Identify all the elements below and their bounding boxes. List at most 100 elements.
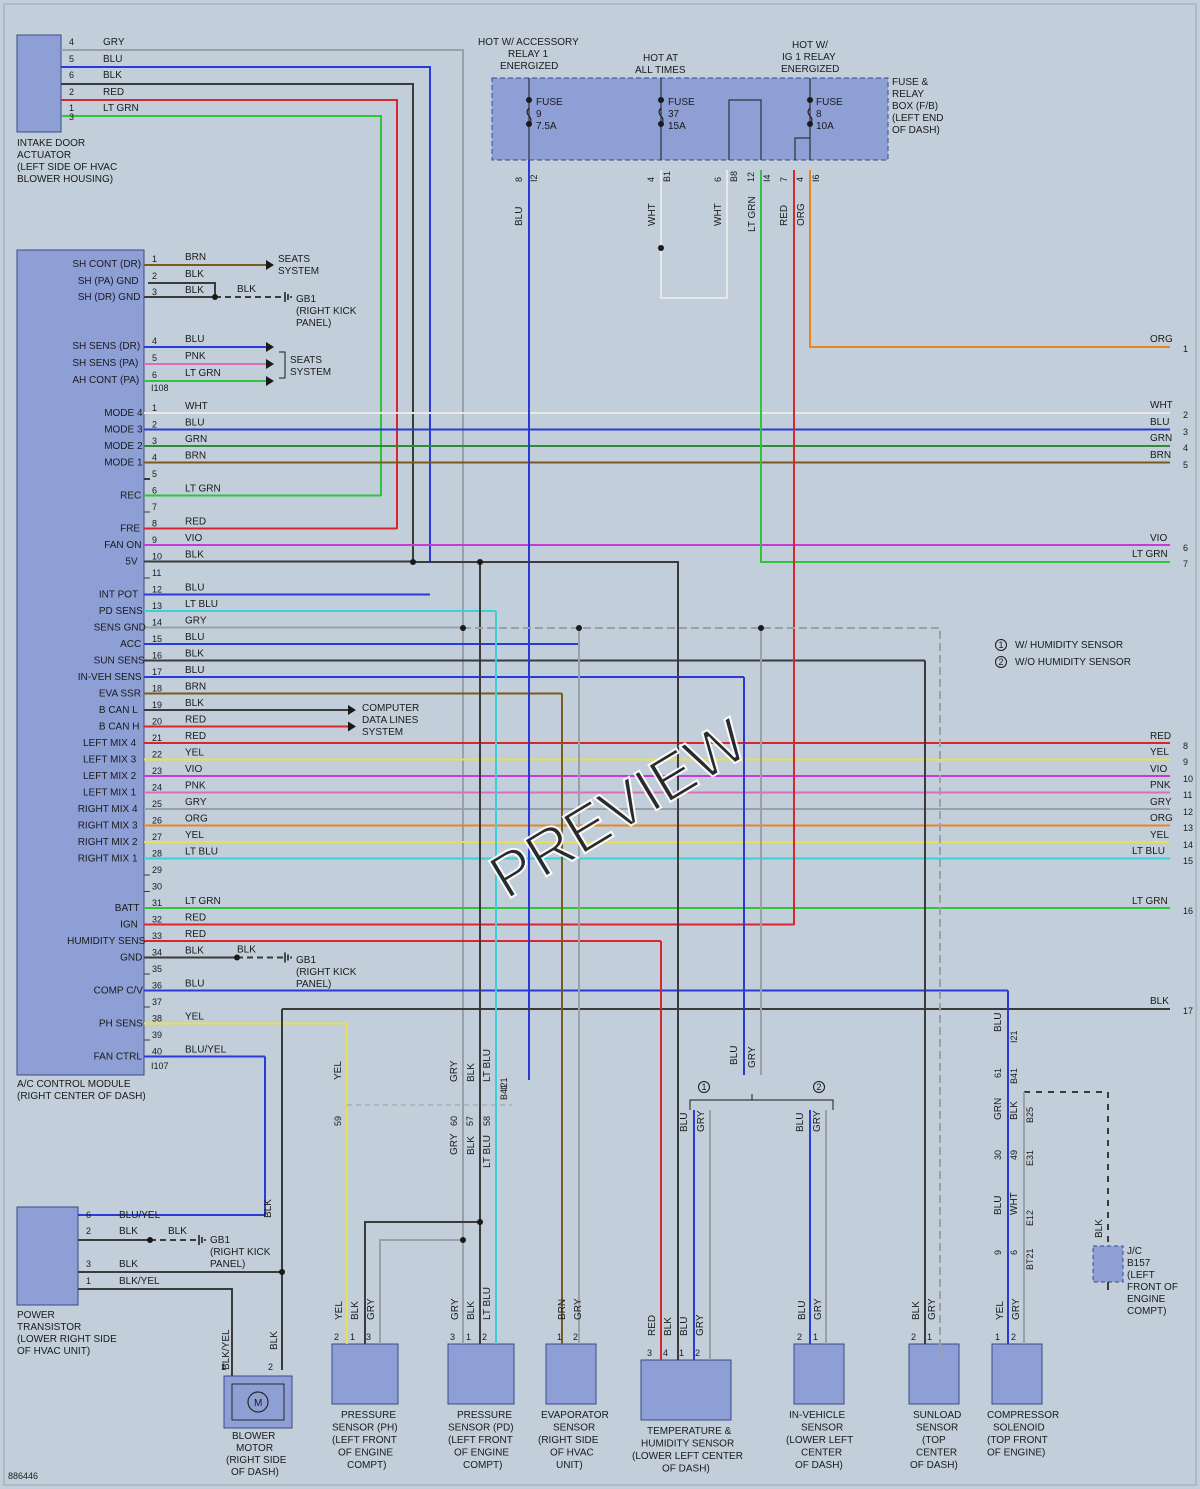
module-pin-num-g2-17: 17: [152, 667, 162, 677]
blower-wire-label-1: BLK/YEL: [221, 1329, 232, 1370]
blower-motor: [223, 1375, 293, 1429]
sensor-5-pin-1: 1: [927, 1332, 932, 1342]
module-pin-name-g2-38: PH SENS: [99, 1019, 143, 1030]
fb-lbl-lt-grn: LT GRN: [747, 196, 758, 232]
sensor-1-wire-0: GRY: [450, 1298, 461, 1320]
vertical-wire-label-1: GRY: [449, 1060, 460, 1082]
blower-pin-2: 2: [268, 1362, 273, 1372]
option-marker-2: [813, 1081, 825, 1093]
sensor-5-wire-0: BLK: [911, 1301, 922, 1320]
sensor-0-caption-0: PRESSURE: [341, 1410, 396, 1421]
ground-icon: [198, 1235, 206, 1245]
module-pin-name-g2-10: 5V: [125, 557, 138, 568]
actuator-pin-4: 4: [69, 37, 74, 47]
actuator-wire-label-2: RED: [103, 87, 124, 98]
sensor-3-caption-1: HUMIDITY SENSOR: [641, 1439, 734, 1450]
actuator-pin-6: 6: [69, 70, 74, 80]
sensor-2-wire-1: GRY: [573, 1298, 584, 1320]
pressure-sensor-ph: [331, 1343, 399, 1405]
vertical-wire-label-3: LT BLU: [482, 1049, 493, 1082]
sensor-1-wire-2: LT BLU: [482, 1287, 493, 1320]
temperature-humidity-sensor: [640, 1359, 732, 1421]
module-pin-num-g2-29: 29: [152, 865, 162, 875]
module-pin-num-g2-36: 36: [152, 981, 162, 991]
offpage-color-7: LT GRN: [1132, 549, 1168, 560]
sensor-5-caption-3: CENTER: [916, 1448, 957, 1459]
splice-dot: [410, 559, 416, 565]
actuator-wire-label-4: GRY: [103, 37, 125, 48]
in-vehicle-sensor: [793, 1343, 845, 1405]
actuator-wire-5: [61, 66, 431, 562]
module-pin-name-g2-3: MODE 2: [104, 441, 143, 452]
splice-dot: [460, 625, 466, 631]
legend-num-2: 2: [999, 657, 1004, 667]
inline-b41-a: B41: [499, 1084, 509, 1100]
module-pin-num-g2-18: 18: [152, 684, 162, 694]
fuse-box-link-2: [794, 137, 810, 160]
module-wire-label-g2-24: PNK: [185, 781, 206, 792]
actuator-wire-label-5: BLU: [103, 54, 122, 65]
sensor-3-pin-1: 1: [679, 1348, 684, 1358]
module-pin-num-g1-5: 5: [152, 353, 157, 363]
fuse-box-link: [728, 99, 762, 160]
fuse8-word: FUSE: [816, 97, 843, 108]
splice-dot: [477, 1219, 483, 1225]
inline-num-30: 30: [993, 1150, 1003, 1160]
blower-caption-4: OF DASH): [231, 1467, 279, 1478]
compressor-solenoid: [991, 1343, 1043, 1405]
connector-i108: I108: [151, 383, 169, 393]
wire-ph-gnd-2: [379, 1239, 463, 1344]
hot-label-1a: HOT W/ ACCESSORY: [478, 37, 579, 48]
offpage-num-12: 12: [1183, 807, 1193, 817]
module-pin-name-g2-4: MODE 1: [104, 458, 143, 469]
fuse8-num: 8: [816, 109, 822, 120]
module-wire-label-g2-19: BLK: [185, 698, 204, 709]
hot-label-3c: ENERGIZED: [781, 64, 839, 75]
inline-num-49: 49: [1009, 1150, 1019, 1160]
offpage-num-1: 1: [1183, 344, 1188, 354]
fusebox-wire-wht: [660, 170, 728, 299]
fuse-terminal-6: 6: [713, 177, 723, 182]
module-pin-num-g2-8: 8: [152, 519, 157, 529]
module-pin-num-g2-20: 20: [152, 717, 162, 727]
module-pin-num-g2-37: 37: [152, 997, 162, 1007]
module-pin-num-g2-33: 33: [152, 931, 162, 941]
module-pin-num-g1-2: 2: [152, 271, 157, 281]
legend-marker-1: [995, 639, 1007, 651]
module-wire-label-g2-25: GRY: [185, 797, 207, 808]
sensor-5-pin-2: 2: [911, 1332, 916, 1342]
sensor-1-pin-1: 1: [466, 1332, 471, 1342]
legend-text-2: W/O HUMIDITY SENSOR: [1015, 657, 1131, 668]
legend-text-1: W/ HUMIDITY SENSOR: [1015, 640, 1123, 651]
sensor-0-wire-1: BLK: [350, 1301, 361, 1320]
module-wire-label-g2-10: BLK: [185, 550, 204, 561]
fb-lbl-blu: BLU: [514, 207, 525, 226]
motor-icon: [247, 1391, 269, 1413]
evaporator-sensor: [545, 1343, 597, 1405]
offpage-num-7: 7: [1183, 559, 1188, 569]
offpage-color-5: BRN: [1150, 450, 1171, 461]
ground-icon: [284, 952, 292, 963]
pressure-sensor-pd: [447, 1343, 515, 1405]
blower-pin-1: 1: [221, 1362, 226, 1372]
fuse-dot: [658, 97, 664, 103]
sensor-4-wire-1: GRY: [813, 1298, 824, 1320]
actuator-caption-4: BLOWER HOUSING): [17, 174, 113, 185]
module-pin-name-g2-26: RIGHT MIX 3: [78, 821, 138, 832]
offpage-num-16: 16: [1183, 906, 1193, 916]
fuse37-num: 37: [668, 109, 680, 120]
fb-lbl-wht-1: WHT: [647, 203, 658, 226]
sensor-3-pin-4: 4: [663, 1348, 668, 1358]
module-pin-num-g2-11: 11: [152, 568, 161, 578]
module-pin-num-g2-14: 14: [152, 618, 162, 628]
sensor-1-caption-3: OF ENGINE: [454, 1448, 509, 1459]
module-pin-name-7: AH CONT (PA): [72, 375, 139, 386]
offpage-color-13: ORG: [1150, 813, 1173, 824]
module-pin-num-g2-24: 24: [152, 783, 162, 793]
sensor-3-caption-2: (LOWER LEFT CENTER: [632, 1451, 743, 1462]
fuse8-amps: 10A: [816, 121, 834, 132]
module-pin-num-g2-26: 26: [152, 816, 162, 826]
module-pin-name-g2-6: REC: [120, 491, 141, 502]
module-wire-label-g2-32: RED: [185, 913, 206, 924]
module-pin-num-g2-28: 28: [152, 849, 162, 859]
